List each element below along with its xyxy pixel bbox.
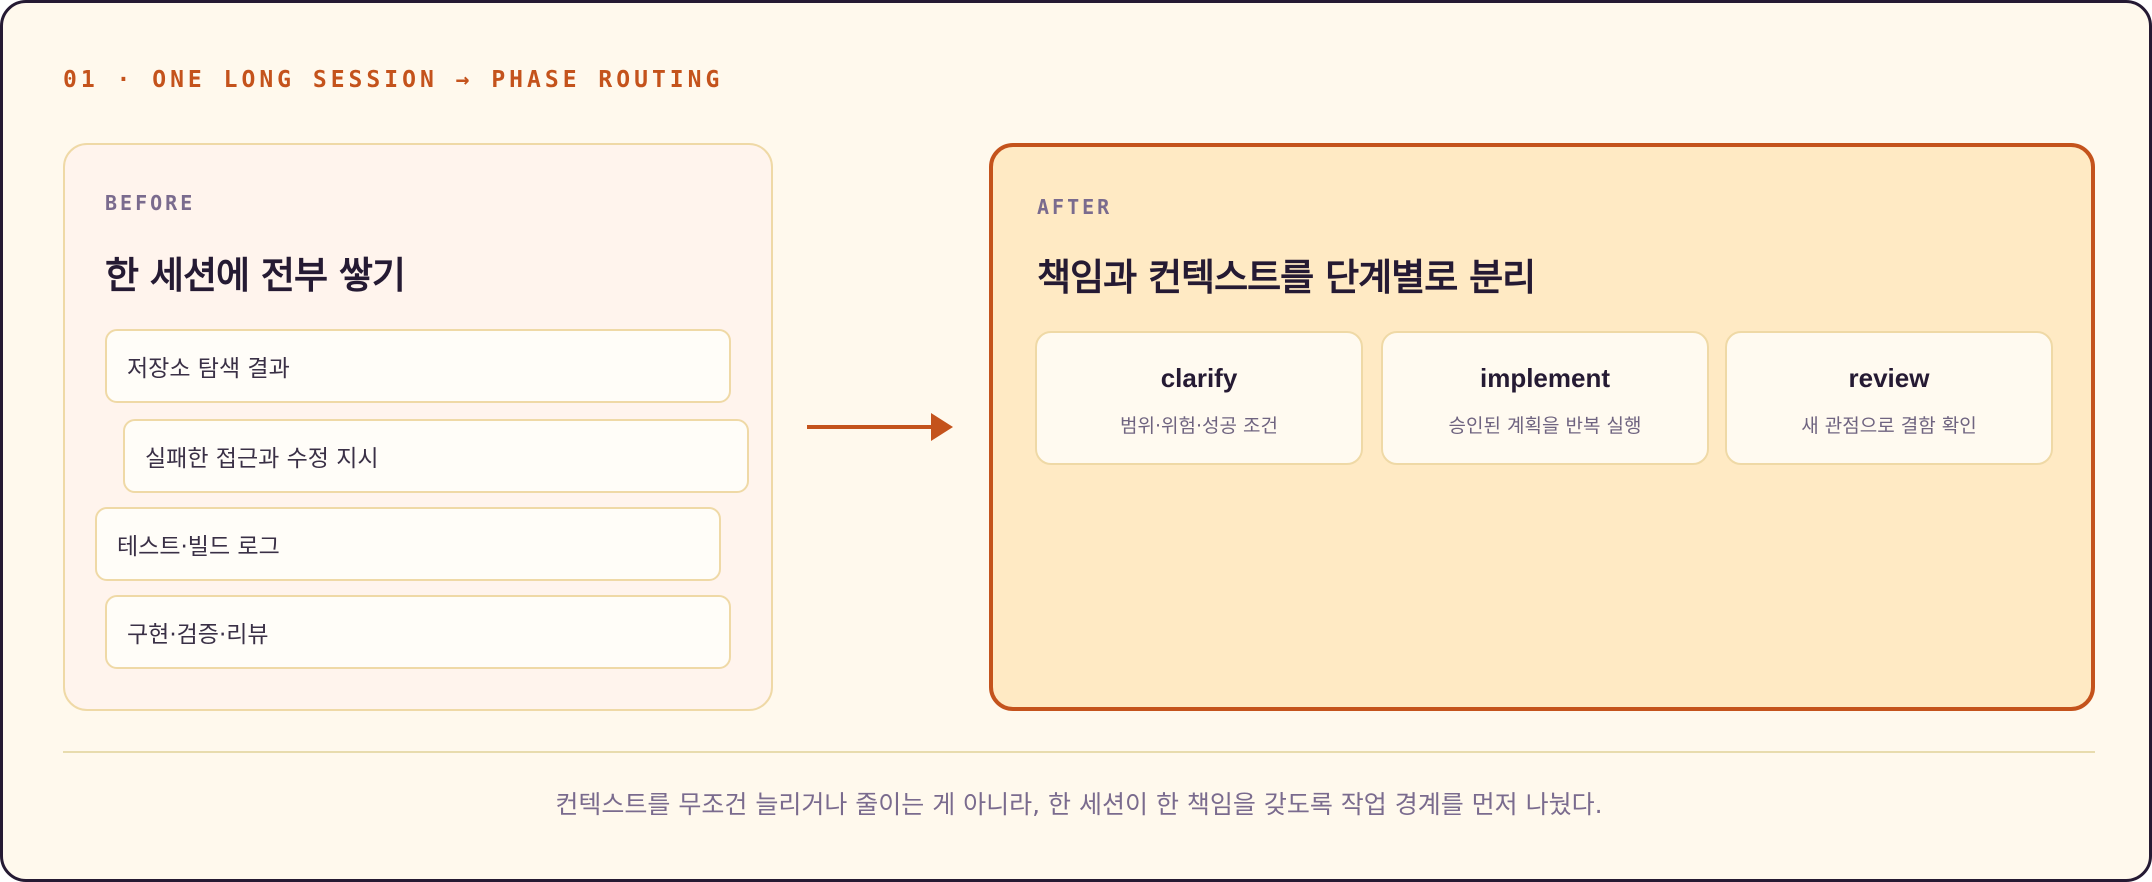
context-item-implement-verify-review: 구현·검증·리뷰 bbox=[105, 595, 731, 669]
phase-name: clarify bbox=[1160, 363, 1238, 393]
after-label: AFTER bbox=[1037, 195, 1113, 219]
section-eyebrow: 01 · ONE LONG SESSION → PHASE ROUTING bbox=[63, 67, 724, 93]
before-panel: BEFORE 한 세션에 전부 쌓기 저장소 탐색 결과 실패한 접근과 수정 … bbox=[63, 143, 773, 711]
divider bbox=[63, 751, 2095, 753]
phase-description: 범위·위험·성공 조건 bbox=[1120, 415, 1278, 437]
context-item-repo-exploration: 저장소 탐색 결과 bbox=[105, 329, 731, 403]
phase-name: review bbox=[1848, 363, 1930, 393]
phase-name: implement bbox=[1479, 363, 1611, 393]
before-label: BEFORE bbox=[105, 191, 196, 215]
phase-description: 승인된 계획을 반복 실행 bbox=[1448, 415, 1642, 437]
context-item-test-build-logs: 테스트·빌드 로그 bbox=[95, 507, 721, 581]
context-item-failed-attempts: 실패한 접근과 수정 지시 bbox=[123, 419, 749, 493]
before-title: 한 세션에 전부 쌓기 bbox=[105, 254, 406, 297]
footer-caption: 컨텍스트를 무조건 늘리거나 줄이는 게 아니라, 한 세션이 한 책임을 갖도… bbox=[555, 790, 1603, 819]
phase-card-review: review 새 관점으로 결함 확인 bbox=[1725, 331, 2053, 465]
phase-card-clarify: clarify 범위·위험·성공 조건 bbox=[1035, 331, 1363, 465]
phase-card-implement: implement 승인된 계획을 반복 실행 bbox=[1381, 331, 1709, 465]
phase-description: 새 관점으로 결함 확인 bbox=[1801, 415, 1977, 437]
after-panel: AFTER 책임과 컨텍스트를 단계별로 분리 clarify 범위·위험·성공… bbox=[989, 143, 2095, 711]
transition-arrow-icon bbox=[807, 413, 953, 441]
after-title: 책임과 컨텍스트를 단계별로 분리 bbox=[1037, 256, 1536, 299]
